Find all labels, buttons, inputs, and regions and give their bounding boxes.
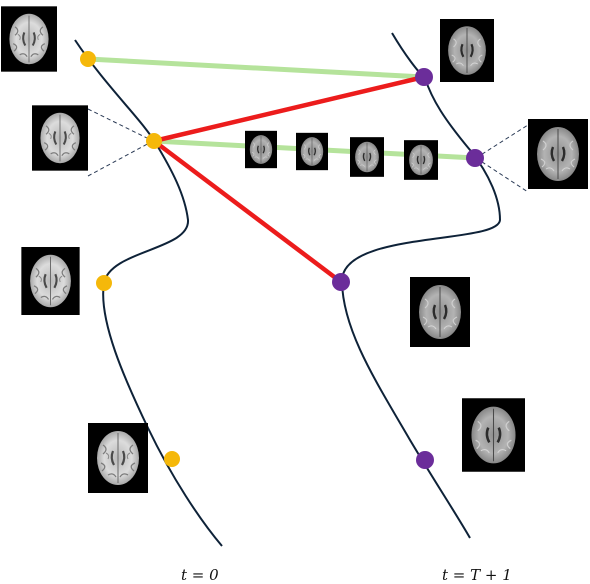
time-label-start: t = 0: [181, 566, 219, 584]
target-point-1: [415, 68, 433, 86]
intermediate-slice-2: [296, 132, 328, 171]
source-slice-zoomed: [32, 104, 88, 172]
green-link-top: [87, 56, 425, 80]
time-label-end: t = T + 1: [442, 566, 512, 584]
source-point-3: [96, 275, 112, 291]
trajectory-curve-t-end: [340, 32, 502, 539]
source-point-2: [146, 133, 162, 149]
zoom-connector-right-bottom: [475, 157, 529, 193]
zoom-connector-left-top: [87, 108, 154, 142]
source-point-4: [164, 451, 180, 467]
trajectory-curve-t0: [74, 39, 223, 547]
zoom-connector-left-bottom: [87, 140, 154, 177]
target-point-4: [416, 451, 434, 469]
source-slice-bottom: [88, 423, 148, 493]
intermediate-slice-1: [245, 130, 277, 169]
target-slice-zoomed: [528, 117, 588, 191]
intermediate-slice-3: [350, 136, 384, 178]
source-slice-middle: [20, 247, 81, 315]
intermediate-slice-4: [404, 139, 438, 181]
target-point-3: [332, 273, 350, 291]
target-slice-middle: [410, 275, 470, 349]
source-slice-top: [1, 5, 57, 73]
source-point-1: [80, 51, 96, 67]
target-point-2: [466, 149, 484, 167]
red-link-upper: [153, 74, 425, 144]
red-link-lower: [152, 139, 343, 284]
zoom-connector-right-top: [475, 124, 529, 159]
target-slice-top: [440, 17, 494, 84]
target-slice-bottom: [462, 396, 525, 474]
